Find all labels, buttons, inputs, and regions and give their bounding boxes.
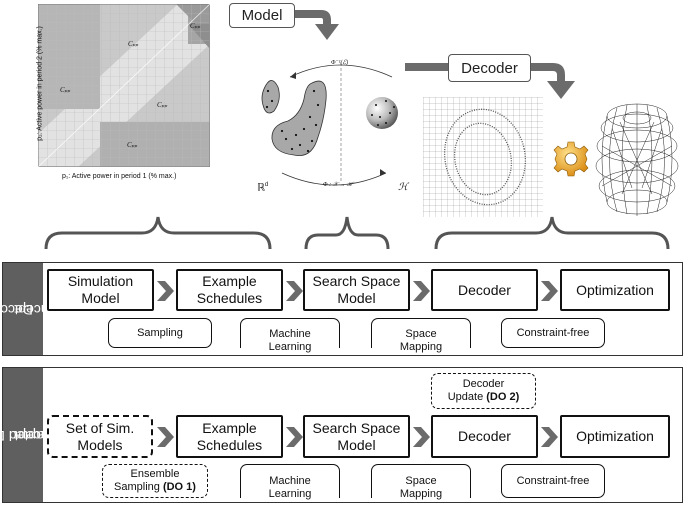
brace-middle [304,216,390,250]
decoded-schedule-plot [423,97,543,217]
row1-chevron-4 [541,281,558,301]
row2-chevron-3 [413,427,430,447]
region-label-2: Cₚₚ [190,22,201,30]
chart-x-axis-label: p₁: Active power in period 1 (% max.) [62,173,177,180]
row2-set-of-sim-models-box: Set of Sim.Models [47,415,153,458]
row2-chevron-1 [157,427,174,447]
row1-optimization-box: Optimization [560,269,670,311]
decoder-concept-tab: DecoderConcept [0,263,66,355]
model-arrow [295,10,339,40]
model-label: Model [229,3,295,28]
row1-constraint-free-label: Constraint-free [501,318,605,348]
row2-chevron-2 [286,427,303,447]
h-symbol: ℋ [398,182,408,193]
row2-decoder-box: Decoder [431,415,538,458]
row1-decoder-box: Decoder [431,269,538,311]
rd-symbol: ℝd [257,182,269,194]
region-label-5: Cₚₚ [127,141,138,149]
row2-optimization-box: Optimization [560,415,670,458]
row2-chevron-4 [541,427,558,447]
top-arrow-label: Φ⁻¹(ℰ) [331,60,349,66]
region-label-4: Cₚₚ [157,101,168,109]
decoder-label: Decoder [448,54,531,82]
brace-left [44,216,272,250]
decoder-concept-panel: DecoderConcept [0,262,683,356]
chart-y-axis-label: p₂: Active power in period 2 (% max.) [36,26,44,141]
wireframe-shape [595,103,679,216]
row1-chevron-2 [286,281,303,301]
region-chart [37,3,211,168]
bottom-arrow-label: Φ : 𝒳 → ℋ [323,182,353,188]
region-label-3: Cₚₚ [60,86,71,94]
adapted-decoder-concept-panel: Adapted DecoderConcept [0,367,683,503]
gear-icon [553,141,589,177]
region-label-1: Cₚₚ [128,40,139,48]
row1-chevron-3 [413,281,430,301]
row1-sampling-label: Sampling [108,318,212,348]
search-space-illustration [261,63,398,186]
row1-chevron-1 [157,281,174,301]
row2-constraint-free-label: Constraint-free [501,464,605,498]
brace-right [434,216,670,250]
adapted-decoder-concept-tab: Adapted DecoderConcept [0,368,66,502]
